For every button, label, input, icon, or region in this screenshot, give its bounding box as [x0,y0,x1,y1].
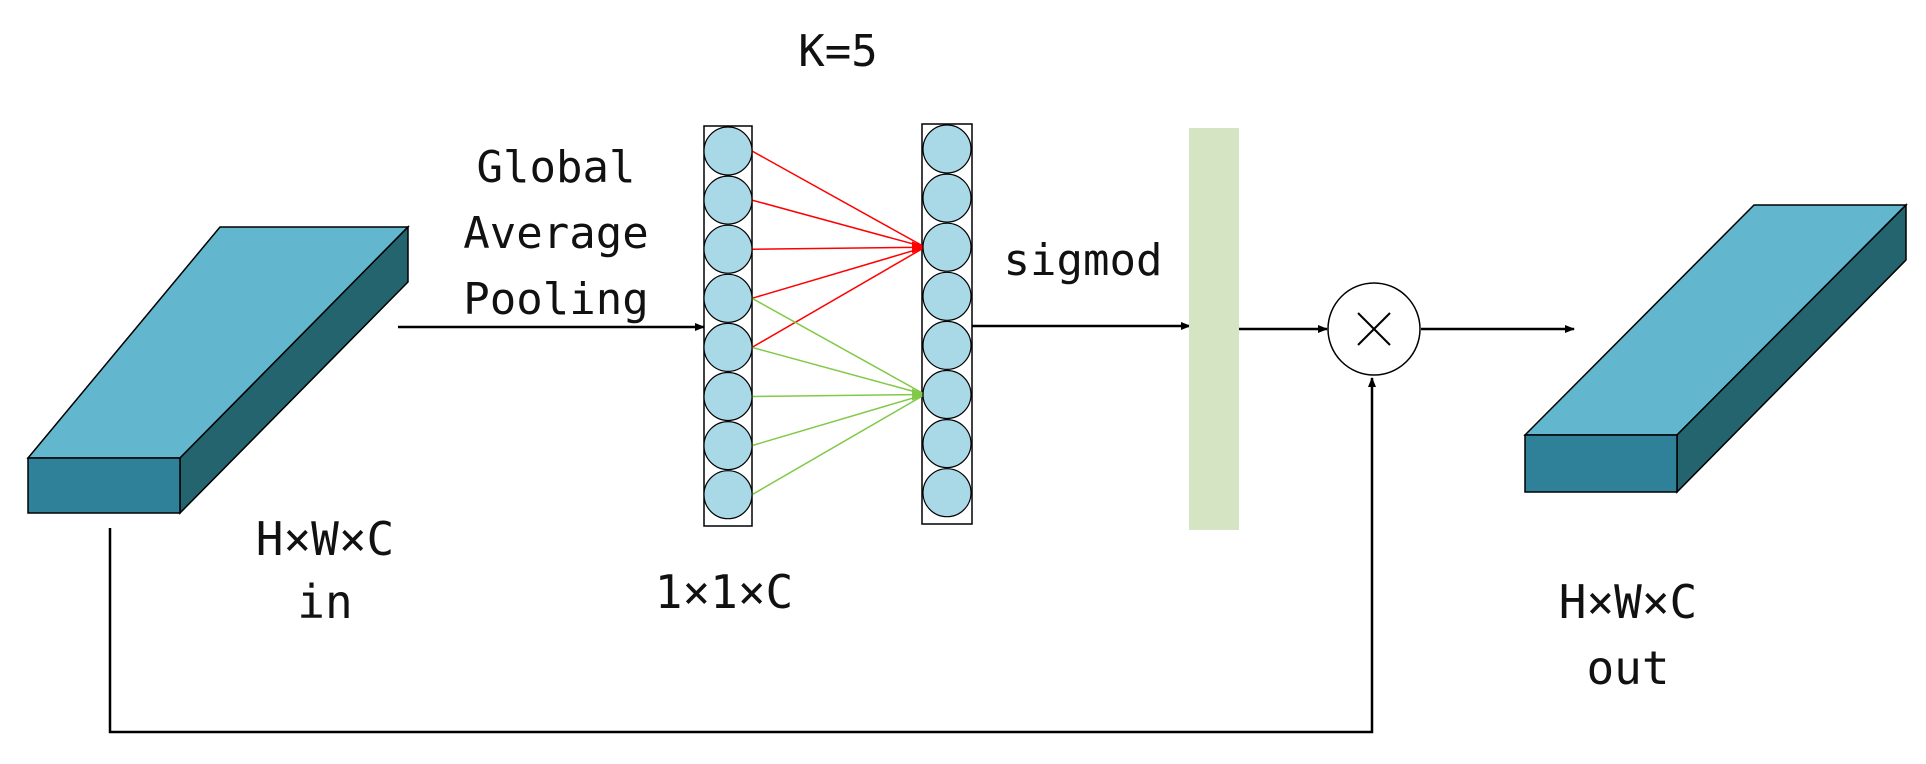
red-kernel-edge [751,199,926,248]
input-dims-label: H×W×C [256,512,394,566]
output-feature-block [1523,203,1908,494]
pooling-label-line-2: Average [463,208,648,259]
conv-channel-neuron [922,173,972,223]
output-name-label: out [1586,641,1669,695]
pooling-label-line-3: Pooling [463,274,648,325]
conv-channel-neuron [922,271,972,321]
pooled-vector-frame [703,125,753,527]
conv-channel-neuron [922,369,972,420]
pooled-channel-neuron [703,371,753,422]
conv-channel-neuron [922,468,972,518]
output-block-front-face [1524,434,1678,493]
pooling-label-line-1: Global [477,142,636,193]
green-kernel-edge [751,393,926,447]
attention-weights-bar [1189,128,1239,530]
input-feature-block [26,225,410,515]
pooled-vector [703,126,753,520]
multiply-cross-stroke-2 [1357,312,1391,346]
input-name-label: in [297,575,352,629]
green-kernel-edge [751,346,926,396]
conv-channel-neuron [922,124,972,174]
red-kernel-edge [751,246,926,300]
multiply-node [1327,282,1421,376]
conv-channel-neuron [922,320,972,370]
pooled-channel-neuron [703,421,753,471]
green-kernel-edge [751,393,926,496]
input-block-front-face [27,457,181,514]
green-kernel-edge [751,388,926,401]
conv-output-vector-frame [921,123,973,525]
conv-channel-neuron [922,222,972,272]
conv-output-vector [922,124,972,518]
pooled-channel-neuron [703,224,753,274]
conv-channel-neuron [922,419,972,469]
red-kernel-edge [751,150,926,248]
skip-connection [108,377,1376,734]
vector-dims-label: 1×1×C [655,565,793,619]
red-kernel-edge [751,241,926,254]
kernel-size-label: K=5 [798,26,877,77]
pooled-channel-neuron [703,322,753,372]
green-kernel-edge [751,297,926,396]
red-kernel-edge [751,246,926,349]
pooled-channel-neuron [703,126,753,176]
sigmoid-label: sigmod [1004,235,1163,286]
pooled-channel-neuron [703,175,753,225]
pooled-channel-neuron [703,273,753,323]
pooled-channel-neuron [703,470,753,520]
output-dims-label: H×W×C [1559,575,1697,629]
kernel-edges [751,150,926,496]
